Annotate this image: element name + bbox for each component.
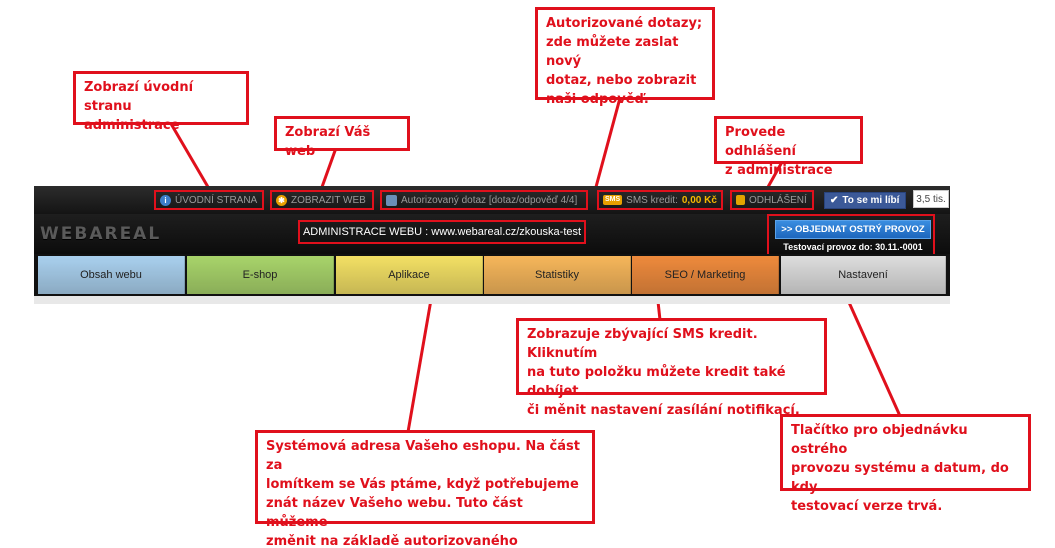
home-link[interactable]: i ÚVODNÍ STRANA bbox=[154, 190, 264, 210]
tab-statistics[interactable]: Statistiky bbox=[484, 256, 631, 294]
tab-label: Nastavení bbox=[838, 269, 888, 281]
sms-credit-label: SMS kredit: bbox=[626, 194, 678, 206]
home-link-label: ÚVODNÍ STRANA bbox=[175, 194, 258, 206]
like-count: 3,5 tis. bbox=[913, 190, 949, 208]
nav-bottom-strip bbox=[34, 296, 950, 304]
like-label: To se mi líbí bbox=[842, 195, 900, 206]
annotation-queries: Autorizované dotazy; zde můžete zaslat n… bbox=[535, 7, 715, 107]
top-toolbar: i ÚVODNÍ STRANA ✱ ZOBRAZIT WEB Autorizov… bbox=[34, 186, 950, 214]
annotation-home: Zobrazí úvodní stranu administrace bbox=[73, 71, 249, 133]
lock-icon bbox=[736, 195, 745, 205]
sun-icon: ✱ bbox=[276, 194, 287, 206]
webareal-logo: WEBAREAL bbox=[40, 224, 162, 244]
admin-url: ADMINISTRACE WEBU : www.webareal.cz/zkou… bbox=[298, 220, 586, 244]
tab-label: E-shop bbox=[242, 269, 278, 281]
tab-seo-marketing[interactable]: SEO / Marketing bbox=[632, 256, 779, 294]
annotation-logout: Provede odhlášení z administrace bbox=[714, 116, 863, 178]
sms-credit-link[interactable]: SMS SMS kredit: 0,00 Kč bbox=[597, 190, 723, 210]
logout-label: ODHLÁŠENÍ bbox=[749, 194, 807, 206]
main-navigation: Obsah webu E-shop Aplikace Statistiky SE… bbox=[34, 254, 950, 296]
tab-settings[interactable]: Nastavení bbox=[781, 256, 946, 294]
admin-app: i ÚVODNÍ STRANA ✱ ZOBRAZIT WEB Autorizov… bbox=[34, 186, 950, 304]
annotation-order: Tlačítko pro objednávku ostrého provozu … bbox=[780, 414, 1031, 514]
document-icon bbox=[386, 194, 397, 206]
check-icon: ✔ bbox=[830, 195, 839, 206]
tab-label: Obsah webu bbox=[80, 269, 142, 281]
order-live-button[interactable]: >> OBJEDNAT OSTRÝ PROVOZ bbox=[775, 220, 931, 239]
order-box: >> OBJEDNAT OSTRÝ PROVOZ Testovací provo… bbox=[767, 214, 935, 256]
annotation-web: Zobrazí Váš web bbox=[274, 116, 410, 159]
header-bar: WEBAREAL ADMINISTRACE WEBU : www.webarea… bbox=[34, 214, 950, 256]
sms-credit-value: 0,00 Kč bbox=[681, 194, 717, 206]
tab-label: SEO / Marketing bbox=[664, 269, 746, 281]
tab-apps[interactable]: Aplikace bbox=[336, 256, 483, 294]
view-web-link[interactable]: ✱ ZOBRAZIT WEB bbox=[270, 190, 374, 210]
tab-label: Aplikace bbox=[388, 269, 430, 281]
annotation-address: Systémová adresa Vašeho eshopu. Na část … bbox=[255, 430, 595, 548]
annotation-sms: Zobrazuje zbývající SMS kredit. Kliknutí… bbox=[516, 318, 827, 418]
tab-eshop[interactable]: E-shop bbox=[187, 256, 334, 294]
view-web-label: ZOBRAZIT WEB bbox=[291, 194, 366, 206]
authorized-query-link[interactable]: Autorizovaný dotaz [dotaz/odpověď 4/4] bbox=[380, 190, 588, 210]
authorized-query-label: Autorizovaný dotaz [dotaz/odpověď 4/4] bbox=[401, 194, 578, 206]
info-icon: i bbox=[160, 194, 171, 206]
trial-expiry: Testovací provoz do: 30.11.-0001 bbox=[783, 242, 923, 252]
sms-icon: SMS bbox=[603, 195, 623, 205]
facebook-like-button[interactable]: ✔ To se mi líbí bbox=[824, 192, 906, 209]
tab-content[interactable]: Obsah webu bbox=[38, 256, 185, 294]
tab-label: Statistiky bbox=[534, 269, 579, 281]
logout-link[interactable]: ODHLÁŠENÍ bbox=[730, 190, 814, 210]
